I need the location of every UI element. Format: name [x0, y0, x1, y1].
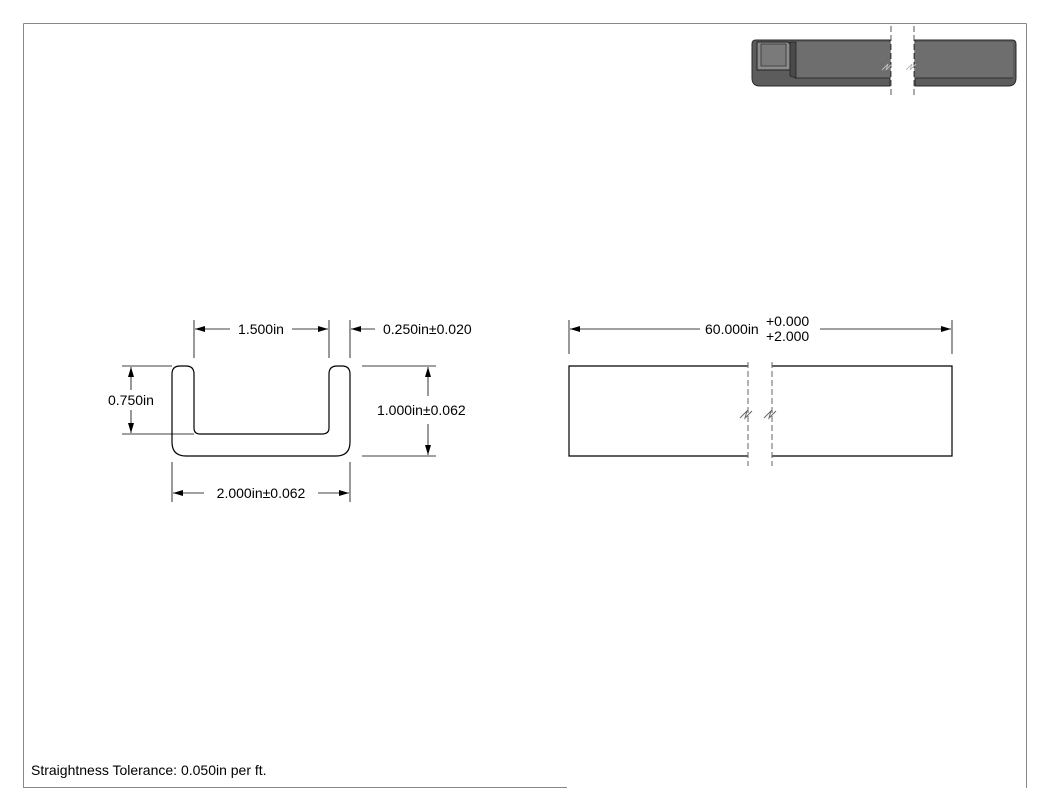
sheet-border [23, 23, 1027, 788]
dim-inner-width-label: 1.500in [238, 321, 284, 337]
straightness-note: Straightness Tolerance: 0.050in per ft. [31, 762, 267, 778]
dim-wall-thickness [349, 320, 375, 358]
dim-inner-depth [122, 365, 194, 435]
dim-overall-height [362, 365, 436, 457]
dim-wall-thickness-label: 0.250in±0.020 [383, 321, 472, 337]
dim-length-tol-upper: +0.000 [766, 313, 809, 329]
isometric-preview [751, 26, 1017, 96]
dim-inner-depth-label: 0.750in [108, 392, 154, 408]
dim-overall-width-label: 2.000in±0.062 [217, 485, 306, 501]
channel-side-view [568, 365, 953, 457]
dim-length [568, 320, 953, 354]
dim-overall-width [171, 462, 351, 502]
channel-end-view [171, 365, 351, 457]
dim-length-label: 60.000in [705, 321, 759, 337]
dim-length-tol-lower: +2.000 [766, 328, 809, 344]
dim-overall-height-label: 1.000in±0.062 [377, 402, 466, 418]
dim-inner-width [193, 320, 330, 358]
break-lines [739, 362, 777, 466]
